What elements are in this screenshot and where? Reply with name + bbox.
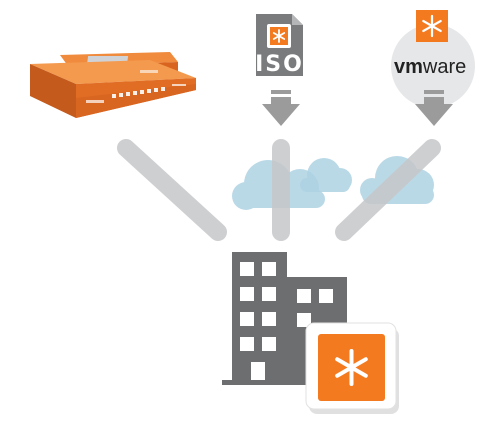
iso-label: ISO: [255, 52, 304, 77]
appliance-icon: [30, 52, 196, 118]
iso-file-icon: ISO: [255, 14, 304, 77]
connector-line-vmware: [335, 139, 441, 241]
vmware-wordmark-suffix: ware: [422, 56, 466, 78]
download-arrow-vmware-icon: [415, 90, 453, 126]
download-arrow-iso-icon: [262, 90, 300, 126]
vmware-wordmark-prefix: vm: [394, 56, 423, 78]
asterisk-logo-icon: [305, 322, 399, 414]
connector-lines: [117, 139, 441, 241]
vmware-icon: vmware: [391, 10, 475, 108]
connector-line-hardware: [117, 139, 227, 241]
cloud-small-icon: [300, 158, 352, 192]
vmware-wordmark: vmware: [394, 56, 466, 78]
